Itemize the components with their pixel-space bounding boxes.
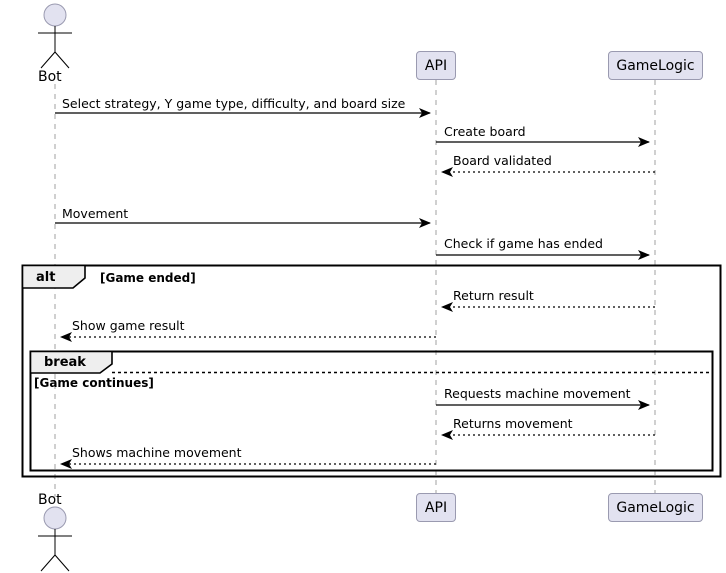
participant-box-gamelogic-bottom[interactable]: GameLogic bbox=[608, 493, 703, 522]
fragment-operator-alt: alt bbox=[36, 270, 56, 285]
fragment-frame-alt bbox=[21, 264, 722, 478]
actor-label-bot-top: Bot bbox=[38, 69, 62, 85]
message-label-5: Check if game has ended bbox=[444, 236, 603, 251]
fragment-guard-break: [Game continues] bbox=[34, 376, 154, 390]
actor-bot-top-figure bbox=[38, 3, 72, 69]
lifelines bbox=[54, 80, 656, 497]
message-label-2: Create board bbox=[444, 124, 526, 139]
participant-label-api-bottom: API bbox=[424, 499, 448, 516]
participant-label-api-top: API bbox=[424, 57, 448, 74]
message-label-3: Board validated bbox=[453, 153, 552, 168]
actor-bot-bottom-figure bbox=[38, 506, 72, 572]
participant-box-api-top[interactable]: API bbox=[416, 51, 456, 80]
participant-box-api-bottom[interactable]: API bbox=[416, 493, 456, 522]
message-label-10: Shows machine movement bbox=[72, 445, 242, 460]
actor-label-bot-bottom: Bot bbox=[38, 492, 62, 508]
message-label-6: Return result bbox=[453, 288, 534, 303]
fragment-guard-alt: [Game ended] bbox=[100, 271, 196, 285]
participant-label-gamelogic-bottom: GameLogic bbox=[616, 499, 695, 516]
message-label-9: Returns movement bbox=[453, 416, 573, 431]
message-label-7: Show game result bbox=[72, 318, 185, 333]
message-label-1: Select strategy, Y game type, difficulty… bbox=[62, 96, 406, 111]
fragment-frame-break bbox=[29, 350, 714, 472]
message-label-8: Requests machine movement bbox=[444, 386, 631, 401]
participant-box-gamelogic-top[interactable]: GameLogic bbox=[608, 51, 703, 80]
participant-label-gamelogic-top: GameLogic bbox=[616, 57, 695, 74]
message-label-4: Movement bbox=[62, 206, 129, 221]
fragment-operator-break: break bbox=[44, 355, 86, 370]
